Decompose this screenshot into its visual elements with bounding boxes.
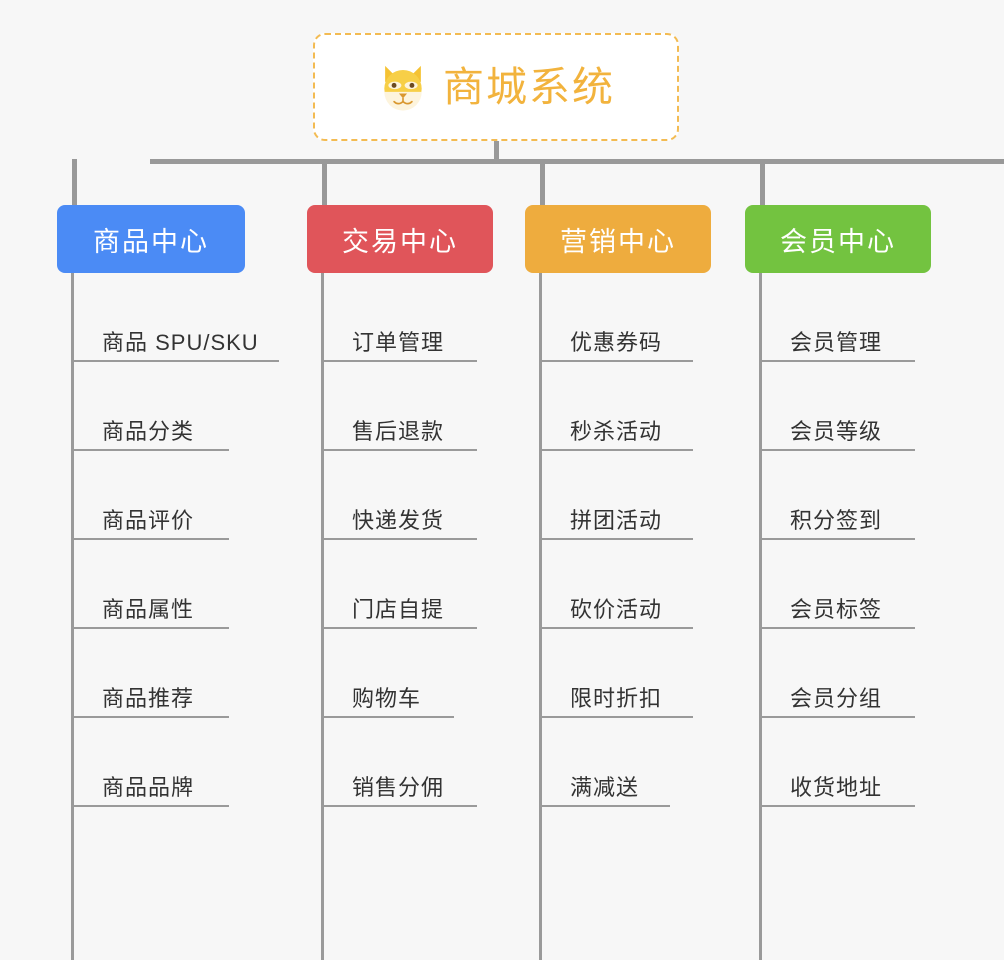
category-button-trade-center[interactable]: 交易中心 — [307, 205, 493, 273]
leaf-label: 商品品牌 — [102, 774, 195, 800]
list-item[interactable]: 会员标签 — [759, 540, 971, 629]
list-item[interactable]: 积分签到 — [759, 451, 971, 540]
leaf-label: 会员管理 — [790, 329, 883, 355]
category-label: 交易中心 — [342, 226, 458, 257]
branch-drop-line — [760, 159, 765, 206]
leaf-underline — [71, 449, 229, 451]
list-item[interactable]: 商品 SPU/SKU — [71, 273, 301, 362]
leaf-label: 拼团活动 — [570, 507, 663, 533]
list-item[interactable]: 会员分组 — [759, 629, 971, 718]
leaf-list-product-center: 商品 SPU/SKU 商品分类 商品评价 商品属性 商品推荐 商品品牌 — [71, 273, 301, 807]
list-item[interactable]: 优惠券码 — [539, 273, 752, 362]
leaf-underline — [71, 627, 229, 629]
leaf-underline — [71, 538, 229, 540]
leaf-list-trade-center: 订单管理 售后退款 快递发货 门店自提 购物车 销售分佣 — [321, 273, 537, 807]
leaf-label: 砍价活动 — [570, 596, 663, 622]
branch-drop-line — [72, 159, 77, 206]
leaf-label: 售后退款 — [352, 418, 445, 444]
leaf-label: 销售分佣 — [352, 774, 445, 800]
branch-trunk-line — [759, 273, 762, 960]
list-item[interactable]: 商品评价 — [71, 451, 301, 540]
root-title: 商城系统 — [443, 63, 615, 110]
leaf-underline — [321, 360, 477, 362]
list-item[interactable]: 售后退款 — [321, 362, 537, 451]
leaf-underline — [759, 360, 915, 362]
category-button-product-center[interactable]: 商品中心 — [57, 205, 245, 273]
leaf-label: 快递发货 — [352, 507, 445, 533]
leaf-underline — [539, 538, 693, 540]
list-item[interactable]: 购物车 — [321, 629, 537, 718]
leaf-label: 订单管理 — [352, 329, 445, 355]
branch-drop-line — [322, 159, 327, 206]
list-item[interactable]: 快递发货 — [321, 451, 537, 540]
leaf-label: 收货地址 — [790, 774, 883, 800]
leaf-underline — [71, 805, 229, 807]
leaf-underline — [321, 538, 477, 540]
list-item[interactable]: 商品品牌 — [71, 718, 301, 807]
list-item[interactable]: 砍价活动 — [539, 540, 752, 629]
list-item[interactable]: 秒杀活动 — [539, 362, 752, 451]
category-button-member-center[interactable]: 会员中心 — [745, 205, 931, 273]
leaf-label: 限时折扣 — [570, 685, 663, 711]
list-item[interactable]: 满减送 — [539, 718, 752, 807]
list-item[interactable]: 拼团活动 — [539, 451, 752, 540]
list-item[interactable]: 会员管理 — [759, 273, 971, 362]
branch-trunk-line — [321, 273, 324, 960]
root-node[interactable]: 商城系统 — [313, 33, 679, 141]
root-connector-bus — [150, 159, 1004, 164]
leaf-underline — [321, 449, 477, 451]
leaf-label: 商品分类 — [102, 418, 195, 444]
leaf-label: 会员分组 — [790, 685, 883, 711]
leaf-underline — [759, 805, 915, 807]
leaf-label: 商品属性 — [102, 596, 195, 622]
list-item[interactable]: 门店自提 — [321, 540, 537, 629]
leaf-underline — [71, 716, 229, 718]
leaf-label: 积分签到 — [790, 507, 883, 533]
leaf-underline — [321, 805, 477, 807]
leaf-underline — [539, 716, 693, 718]
leaf-underline — [539, 360, 693, 362]
branch-trunk-line — [71, 273, 74, 960]
branch-trunk-line — [539, 273, 542, 960]
category-label: 会员中心 — [780, 226, 896, 257]
leaf-label: 商品 SPU/SKU — [102, 329, 259, 355]
list-item[interactable]: 商品推荐 — [71, 629, 301, 718]
root-connector-stem — [494, 141, 499, 162]
leaf-underline — [759, 449, 915, 451]
leaf-label: 会员等级 — [790, 418, 883, 444]
branch-drop-line — [540, 159, 545, 206]
list-item[interactable]: 商品分类 — [71, 362, 301, 451]
leaf-underline — [539, 449, 693, 451]
leaf-underline — [539, 627, 693, 629]
list-item[interactable]: 会员等级 — [759, 362, 971, 451]
leaf-list-marketing-center: 优惠券码 秒杀活动 拼团活动 砍价活动 限时折扣 满减送 — [539, 273, 752, 807]
leaf-label: 会员标签 — [790, 596, 883, 622]
leaf-underline — [759, 538, 915, 540]
list-item[interactable]: 收货地址 — [759, 718, 971, 807]
category-button-marketing-center[interactable]: 营销中心 — [525, 205, 711, 273]
leaf-label: 满减送 — [570, 774, 640, 800]
category-label: 营销中心 — [560, 226, 676, 257]
leaf-label: 购物车 — [352, 685, 422, 711]
leaf-underline — [71, 360, 279, 362]
leaf-list-member-center: 会员管理 会员等级 积分签到 会员标签 会员分组 收货地址 — [759, 273, 971, 807]
leaf-label: 商品推荐 — [102, 685, 195, 711]
leaf-underline — [539, 805, 670, 807]
leaf-underline — [321, 716, 454, 718]
leaf-underline — [321, 627, 477, 629]
leaf-label: 优惠券码 — [570, 329, 663, 355]
list-item[interactable]: 商品属性 — [71, 540, 301, 629]
dog-face-icon — [384, 65, 422, 111]
list-item[interactable]: 限时折扣 — [539, 629, 752, 718]
leaf-label: 门店自提 — [352, 596, 445, 622]
list-item[interactable]: 销售分佣 — [321, 718, 537, 807]
leaf-label: 商品评价 — [102, 507, 195, 533]
leaf-underline — [759, 716, 915, 718]
category-label: 商品中心 — [93, 226, 209, 257]
leaf-label: 秒杀活动 — [570, 418, 663, 444]
list-item[interactable]: 订单管理 — [321, 273, 537, 362]
mindmap-canvas: 商城系统 商品中心 商品 SPU/SKU 商品分类 商品评价 商品属性 — [57, 33, 1004, 960]
leaf-underline — [759, 627, 915, 629]
